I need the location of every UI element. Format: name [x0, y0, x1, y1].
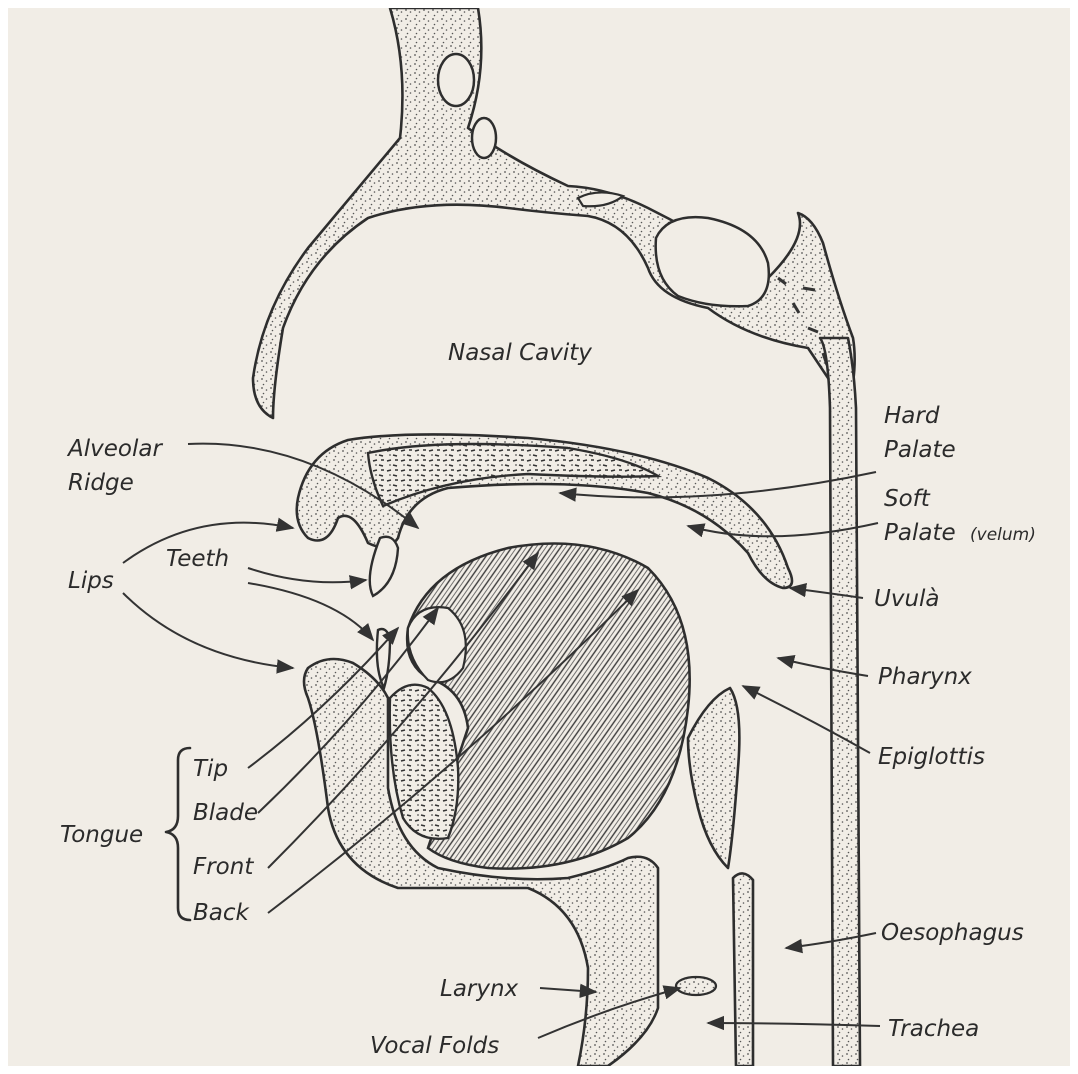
- label-lips: Lips: [68, 568, 114, 594]
- sphenoid-sinus: [656, 217, 769, 306]
- label-oesophagus: Oesophagus: [881, 920, 1024, 946]
- arrow-teeth-lower: [248, 583, 373, 640]
- tongue-brace: [166, 748, 190, 920]
- label-alveolar-ridge-line1: Alveolar: [66, 436, 163, 462]
- label-velum: (velum): [970, 525, 1036, 545]
- label-front: Front: [193, 854, 254, 880]
- arrow-lips-lower: [123, 593, 293, 668]
- vocal-fold: [676, 977, 716, 995]
- label-blade: Blade: [193, 800, 258, 826]
- label-soft-palate-line2: Palate: [884, 520, 956, 546]
- diagram-canvas: Nasal Cavity Alveolar Ridge Hard Palate …: [8, 8, 1070, 1066]
- label-tip: Tip: [193, 756, 228, 782]
- epiglottis: [688, 688, 739, 868]
- arrow-teeth-upper: [248, 568, 366, 582]
- label-trachea: Trachea: [888, 1016, 979, 1042]
- label-vocal-folds: Vocal Folds: [370, 1033, 499, 1059]
- label-uvula: Uvulà: [874, 586, 940, 612]
- arrow-oesophagus: [786, 933, 876, 948]
- label-tongue: Tongue: [60, 822, 143, 848]
- label-soft-palate-line1: Soft: [884, 486, 931, 512]
- label-alveolar-ridge-line2: Ridge: [68, 470, 134, 496]
- tongue-tip-region: [408, 607, 466, 682]
- vocal-tract-diagram: Nasal Cavity Alveolar Ridge Hard Palate …: [8, 8, 1070, 1066]
- label-larynx: Larynx: [440, 976, 519, 1002]
- trachea-tube: [733, 873, 753, 1066]
- mandible-bone: [390, 685, 459, 839]
- label-nasal-cavity: Nasal Cavity: [448, 340, 592, 366]
- label-hard-palate-line2: Palate: [884, 437, 956, 463]
- sinus-cavity-lower: [472, 118, 496, 158]
- label-epiglottis: Epiglottis: [878, 744, 985, 770]
- label-hard-palate-line1: Hard: [884, 403, 940, 429]
- label-pharynx: Pharynx: [878, 664, 972, 690]
- pharynx-wall: [820, 338, 860, 1066]
- label-back: Back: [193, 900, 251, 926]
- label-teeth: Teeth: [166, 546, 229, 572]
- sinus-cavity-upper: [438, 54, 474, 106]
